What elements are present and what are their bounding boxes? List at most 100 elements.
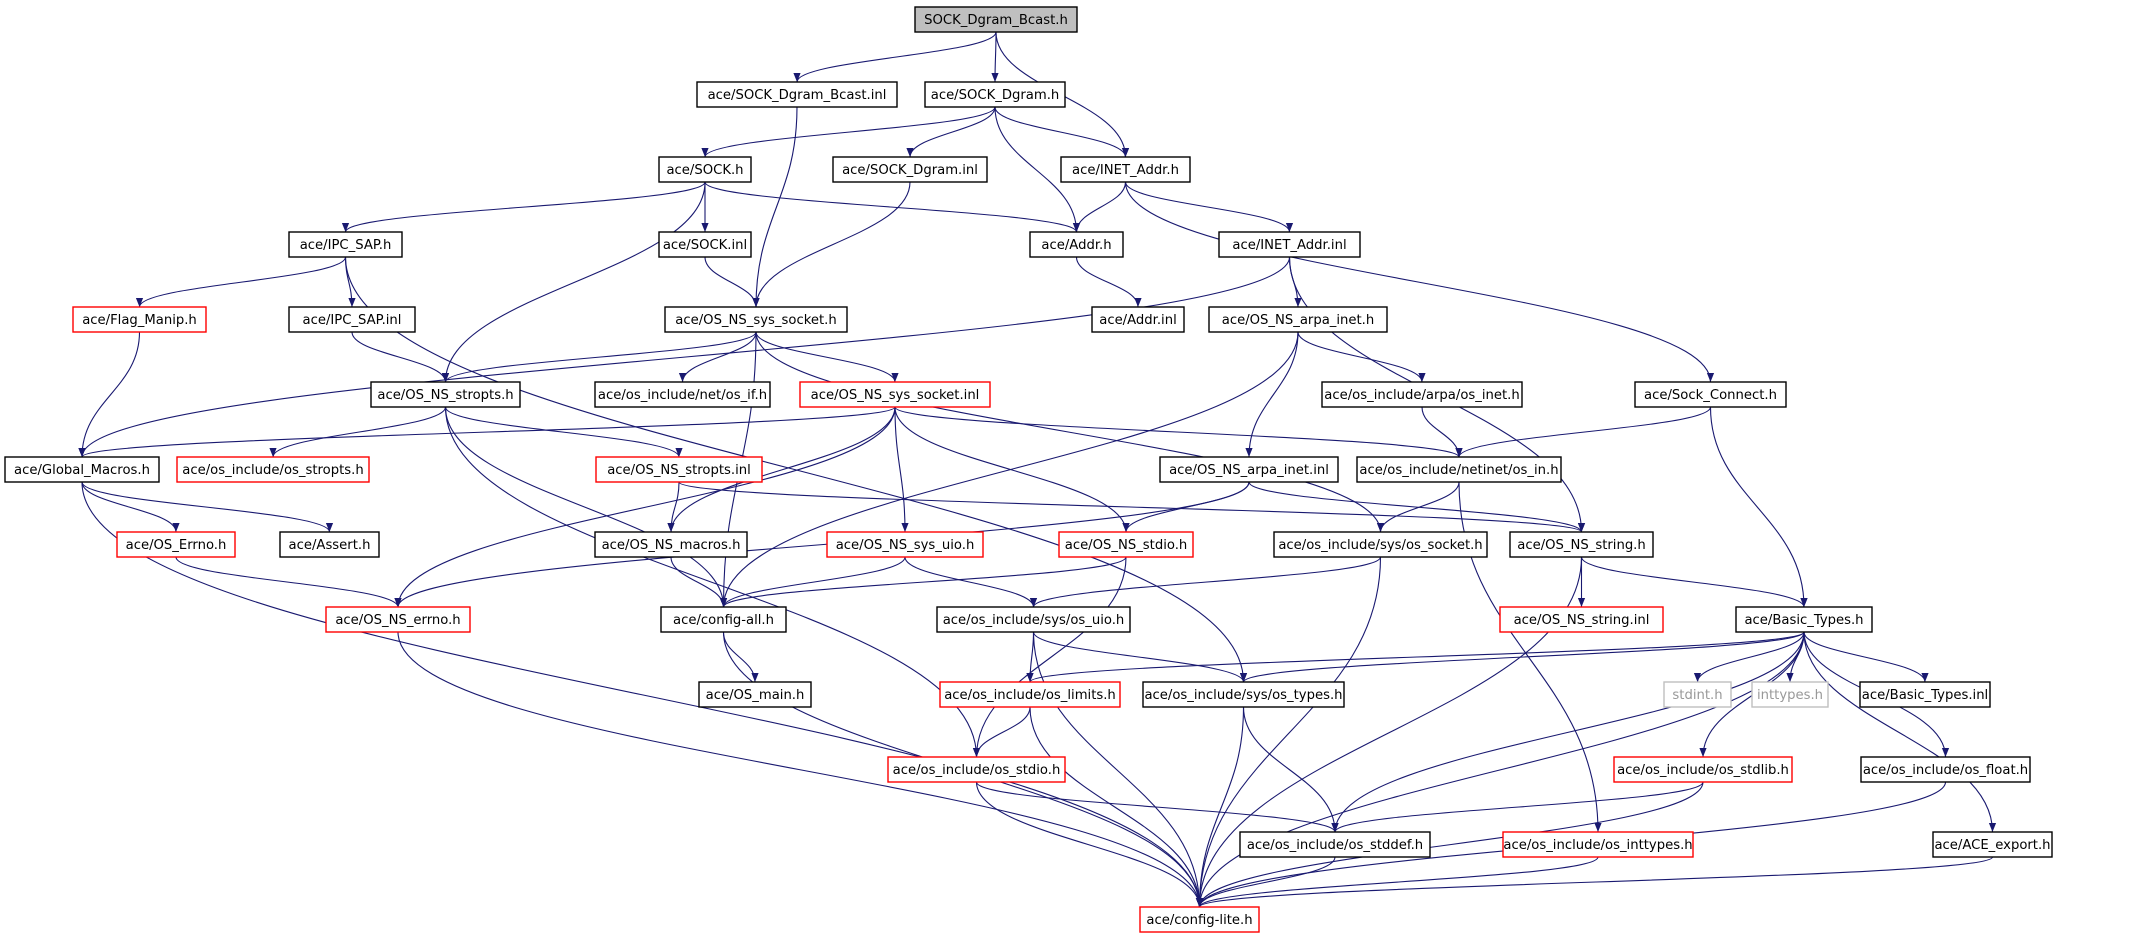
node-box [696,81,898,108]
node-label: ace/OS_NS_macros.h [602,538,741,553]
node-sock-dgram-h[interactable]: ace/SOCK_Dgram.h [924,81,1066,108]
edge-sys_os_types-to-os_stddef [1242,706,1339,833]
edge-os_stdlib-to-config_lite [1195,781,1704,908]
node-box [1663,681,1732,708]
node-os-errno-cap[interactable]: ace/OS_Errno.h [116,531,236,558]
node-basic-types[interactable]: ace/Basic_Types.h [1735,606,1873,633]
node-sys-os-uio[interactable]: ace/os_include/sys/os_uio.h [936,606,1131,633]
node-label: ace/Assert.h [289,538,371,553]
node-flag-manip[interactable]: ace/Flag_Manip.h [72,306,207,333]
edge-config_all-to-os_main [722,631,759,683]
node-config-all[interactable]: ace/config-all.h [660,606,787,633]
edge-os_stdlib-to-os_stddef [1331,781,1704,833]
edge-ns_sys_socket_h-to-ns_stropts_h [442,331,757,383]
edge-root-to-sock_dgram_h [991,31,999,83]
node-ns-macros[interactable]: ace/OS_NS_macros.h [594,531,748,558]
edge-netinet_os_in-to-sys_os_socket [1376,481,1460,533]
edge-sys_os_socket-to-config_lite [1195,556,1382,908]
node-config-lite[interactable]: ace/config-lite.h [1139,906,1260,933]
edge-ipc_sap_inl-to-ns_stropts_h [351,331,450,383]
edge-ns_stropts_inl-to-ns_macros [667,481,680,533]
node-label: ace/OS_NS_arpa_inet.inl [1169,463,1329,478]
node-box [799,381,991,408]
node-ns-stropts-h[interactable]: ace/OS_NS_stropts.h [370,381,521,408]
node-box [72,306,207,333]
edge-flag_manip-to-global_macros [78,331,141,458]
node-os-stdio[interactable]: ace/os_include/os_stdio.h [887,756,1066,783]
node-ns-string-inl[interactable]: ace/OS_NS_string.inl [1499,606,1664,633]
node-label: ace/OS_NS_stropts.h [377,388,513,403]
node-netinet-os-in[interactable]: ace/os_include/netinet/os_in.h [1356,456,1562,483]
node-ns-string[interactable]: ace/OS_NS_string.h [1509,531,1654,558]
edge-sock_h-to-addr_h [704,181,1080,233]
node-label: ace/Addr.inl [1099,313,1177,328]
node-inttypes[interactable]: inttypes.h [1751,681,1829,708]
node-os-float[interactable]: ace/os_include/os_float.h [1860,756,2031,783]
node-ns-stropts-inl[interactable]: ace/OS_NS_stropts.inl [595,456,763,483]
node-label: ace/Global_Macros.h [14,463,150,478]
node-inet-addr-inl[interactable]: ace/INET_Addr.inl [1218,231,1361,258]
node-box [1502,831,1694,858]
edge-ns_sys_socket_inl-to-ns_sys_uio [894,406,909,533]
node-sock-connect[interactable]: ace/Sock_Connect.h [1634,381,1787,408]
node-box [1218,231,1361,258]
edge-os_stdio-to-os_stddef [975,781,1339,833]
node-box [832,156,988,183]
edge-sys_os_uio-to-os_limits [1026,631,1035,683]
edge-sock_dgram_h-to-addr_h [994,106,1081,233]
node-ipc-sap-h[interactable]: ace/IPC_SAP.h [288,231,403,258]
edge-ns_sys_socket_inl-to-global_macros [78,406,896,458]
node-inet-addr-h[interactable]: ace/INET_Addr.h [1060,156,1191,183]
node-box [826,531,984,558]
node-ns-arpa-inet-inl[interactable]: ace/OS_NS_arpa_inet.inl [1159,456,1339,483]
edge-ns_arpa_inet_h-to-arpa_os_inet [1297,331,1426,383]
node-arpa-os-inet[interactable]: ace/os_include/arpa/os_inet.h [1321,381,1523,408]
node-ace-export[interactable]: ace/ACE_export.h [1932,831,2053,858]
node-sock-dgram-inl[interactable]: ace/SOCK_Dgram.inl [832,156,988,183]
node-sock-h[interactable]: ace/SOCK.h [658,156,752,183]
edge-sock_dgram_h-to-sock_dgram_inl [906,106,996,158]
node-os-inttypes[interactable]: ace/os_include/os_inttypes.h [1502,831,1694,858]
node-bcast-inl[interactable]: ace/SOCK_Dgram_Bcast.inl [696,81,898,108]
node-os-main[interactable]: ace/OS_main.h [698,681,812,708]
node-box [176,456,370,483]
node-label: ace/OS_NS_sys_uio.h [836,538,975,553]
edge-ns_sys_socket_inl-to-netinet_os_in [894,406,1463,458]
node-ns-stdio[interactable]: ace/OS_NS_stdio.h [1058,531,1194,558]
edge-sock_connect-to-basic_types [1709,406,1808,608]
node-label: ace/OS_main.h [706,688,805,703]
node-stdint[interactable]: stdint.h [1663,681,1732,708]
node-label: SOCK_Dgram_Bcast.h [924,13,1068,28]
node-addr-inl[interactable]: ace/Addr.inl [1091,306,1185,333]
node-sys-os-types[interactable]: ace/os_include/sys/os_types.h [1142,681,1345,708]
node-box [1273,531,1488,558]
node-label: ace/SOCK_Dgram_Bcast.inl [708,88,887,103]
node-box [1058,531,1194,558]
edge-ns_errno-to-config_lite [397,631,1204,908]
node-ns-sys-uio[interactable]: ace/OS_NS_sys_uio.h [826,531,984,558]
node-global-macros[interactable]: ace/Global_Macros.h [4,456,160,483]
node-box [1499,606,1664,633]
node-box [1239,831,1431,858]
node-ipc-sap-inl[interactable]: ace/IPC_SAP.inl [288,306,416,333]
node-box [1208,306,1388,333]
edge-inet_addr_h-to-sock_connect [1124,181,1715,383]
node-label: ace/OS_NS_sys_socket.h [675,313,836,328]
node-sys-os-socket[interactable]: ace/os_include/sys/os_socket.h [1273,531,1488,558]
node-ns-errno[interactable]: ace/OS_NS_errno.h [325,606,471,633]
node-os-stddef[interactable]: ace/os_include/os_stddef.h [1239,831,1431,858]
node-os-stropts[interactable]: ace/os_include/os_stropts.h [176,456,370,483]
node-sock-inl[interactable]: ace/SOCK.inl [658,231,752,258]
node-os-limits[interactable]: ace/os_include/os_limits.h [939,681,1121,708]
node-os-stdlib[interactable]: ace/os_include/os_stdlib.h [1613,756,1793,783]
node-label: ace/SOCK_Dgram.h [931,88,1060,103]
node-basic-types-inl[interactable]: ace/Basic_Types.inl [1859,681,1991,708]
node-ns-sys-socket-h[interactable]: ace/OS_NS_sys_socket.h [664,306,848,333]
node-label: ace/os_include/sys/os_socket.h [1278,538,1482,553]
node-ns-arpa-inet-h[interactable]: ace/OS_NS_arpa_inet.h [1208,306,1388,333]
node-ns-sys-socket-inl[interactable]: ace/OS_NS_sys_socket.inl [799,381,991,408]
node-addr-h[interactable]: ace/Addr.h [1029,231,1124,258]
node-assert-h[interactable]: ace/Assert.h [279,531,380,558]
node-net-os-if[interactable]: ace/os_include/net/os_if.h [594,381,771,408]
edge-os_limits-to-os_stdio [972,706,1031,758]
